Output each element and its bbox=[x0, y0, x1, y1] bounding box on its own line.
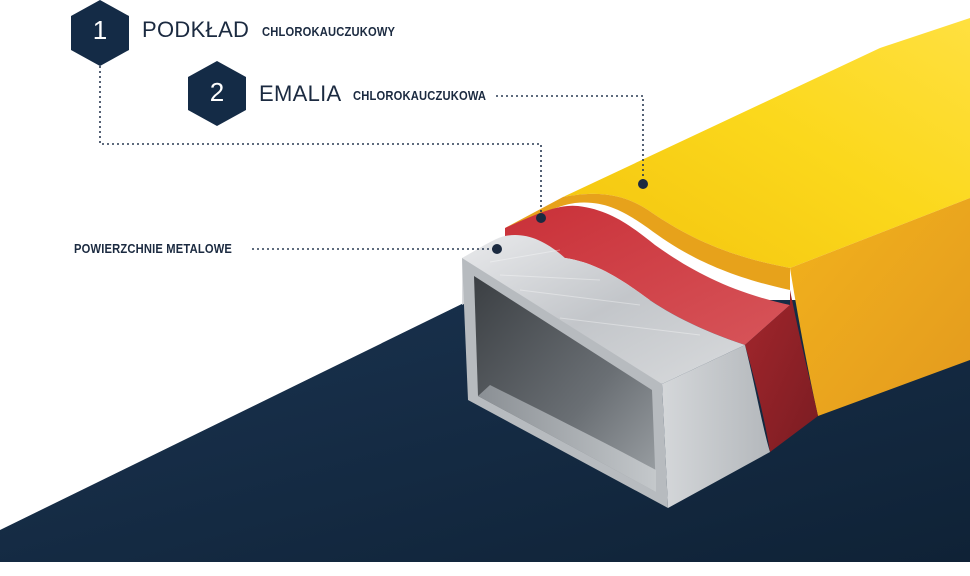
enamel-top-face bbox=[563, 18, 970, 268]
marker-dot-metal bbox=[492, 244, 502, 254]
leader-line-primer bbox=[99, 66, 542, 216]
marker-dot-enamel bbox=[638, 179, 648, 189]
floor-bottom-edge bbox=[0, 562, 970, 576]
primer-side-face bbox=[745, 290, 818, 452]
layer-1-number: 1 bbox=[92, 15, 108, 45]
enamel-side-face bbox=[790, 198, 970, 416]
leader-line-enamel bbox=[496, 95, 644, 182]
brushed-texture bbox=[489, 249, 701, 336]
substrate-label: POWIERZCHNIE METALOWE bbox=[74, 241, 233, 256]
layer-2-number: 2 bbox=[209, 77, 225, 107]
primer-top-face bbox=[505, 193, 790, 290]
marker-dot-primer bbox=[536, 213, 546, 223]
hexagon-badge-2 bbox=[188, 61, 246, 126]
primer-top-edge bbox=[505, 205, 790, 345]
layer-1-type: CHLOROKAUCZUKOWY bbox=[262, 24, 396, 39]
leader-lines bbox=[99, 66, 644, 250]
layer-2-name: EMALIA bbox=[259, 81, 342, 106]
tube-hollow-floor bbox=[478, 385, 656, 492]
layer-2-type: CHLOROKAUCZUKOWA bbox=[353, 88, 487, 103]
hexagon-badge-1 bbox=[71, 0, 129, 66]
metal-front-frame bbox=[462, 258, 770, 508]
layer-1-name: PODKŁAD bbox=[142, 17, 250, 42]
metal-top-face bbox=[462, 234, 745, 384]
tube-hollow bbox=[474, 276, 656, 492]
